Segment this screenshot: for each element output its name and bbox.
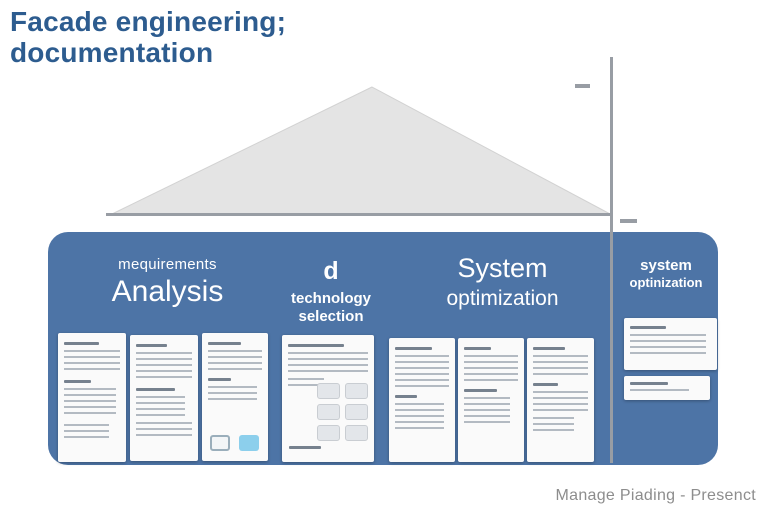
roof-triangle xyxy=(109,86,613,216)
text-line-heading xyxy=(464,389,498,392)
text-line-heading xyxy=(464,347,491,350)
text-lines xyxy=(208,350,262,372)
document-card-wide xyxy=(282,335,374,462)
text-line-heading xyxy=(64,380,91,383)
text-lines xyxy=(630,334,707,356)
document-card xyxy=(58,333,126,462)
text-line-heading xyxy=(136,344,167,347)
text-line-heading xyxy=(136,388,176,391)
thumbnail-square xyxy=(317,425,340,441)
text-line-heading xyxy=(630,326,667,329)
document-card xyxy=(389,338,455,462)
section-technology-line1: technology xyxy=(290,290,371,307)
thumbnail-square xyxy=(345,404,368,420)
icon-box xyxy=(210,435,230,451)
roof-baseline xyxy=(106,213,612,216)
thumbnail-square xyxy=(317,383,340,399)
document-card-small xyxy=(624,376,710,400)
text-lines xyxy=(464,355,518,383)
text-line-heading xyxy=(64,342,99,345)
right-tick xyxy=(620,219,637,223)
section-system-line1: System xyxy=(457,253,548,283)
text-line-heading xyxy=(289,446,322,449)
credit-text: Manage Piading - Presenct xyxy=(555,487,756,504)
text-line-heading xyxy=(533,347,565,350)
text-line-heading xyxy=(533,383,558,386)
page-title: Facade engineering; documentation xyxy=(10,6,286,69)
thumbnail-square xyxy=(317,404,340,420)
document-card xyxy=(130,335,198,461)
document-card xyxy=(458,338,524,462)
thumbnail-square xyxy=(345,383,368,399)
text-lines xyxy=(533,417,575,431)
thumbnail-grid xyxy=(317,383,368,441)
section-analysis: mequirements Analysis xyxy=(70,256,265,309)
text-lines xyxy=(464,397,511,427)
section-analysis-subtitle: mequirements xyxy=(118,256,217,273)
document-card xyxy=(527,338,594,462)
text-line-heading xyxy=(395,395,417,398)
page-title-line1: Facade engineering; xyxy=(10,6,287,37)
text-lines xyxy=(288,378,324,390)
text-line-heading xyxy=(208,378,231,381)
text-lines xyxy=(64,388,116,418)
text-lines xyxy=(136,396,186,416)
text-lines xyxy=(288,352,368,372)
icon-row xyxy=(210,435,259,451)
section-technology-line2: selection xyxy=(298,307,364,325)
section-analysis-title: Analysis xyxy=(111,275,224,308)
text-lines xyxy=(395,355,449,389)
text-line-heading xyxy=(288,344,344,347)
icon-box-highlight xyxy=(239,435,259,451)
section-side-line2: optinization xyxy=(629,275,703,290)
thumbnail-square xyxy=(345,425,368,441)
text-line-heading xyxy=(395,347,432,350)
text-lines xyxy=(395,403,444,429)
section-side-system-optimization: system optinization xyxy=(618,257,714,290)
text-lines xyxy=(64,424,109,442)
section-technology-initial: d xyxy=(323,257,339,285)
page-title-line2: documentation xyxy=(10,37,214,69)
top-tick xyxy=(575,84,590,88)
text-lines xyxy=(630,389,690,395)
text-lines xyxy=(64,350,120,374)
section-system-line2: optimization xyxy=(446,287,559,310)
text-lines xyxy=(533,391,588,411)
text-lines xyxy=(136,352,192,382)
document-card xyxy=(202,333,268,461)
text-line-heading xyxy=(208,342,242,345)
section-technology: d technology selection xyxy=(272,257,390,325)
section-side-line1: system xyxy=(640,257,692,274)
document-card-small xyxy=(624,318,717,370)
text-lines xyxy=(533,355,588,377)
text-line-heading xyxy=(630,382,669,385)
text-lines xyxy=(208,386,257,404)
section-system-optimization: System optimization xyxy=(405,253,600,311)
text-lines xyxy=(136,422,192,438)
